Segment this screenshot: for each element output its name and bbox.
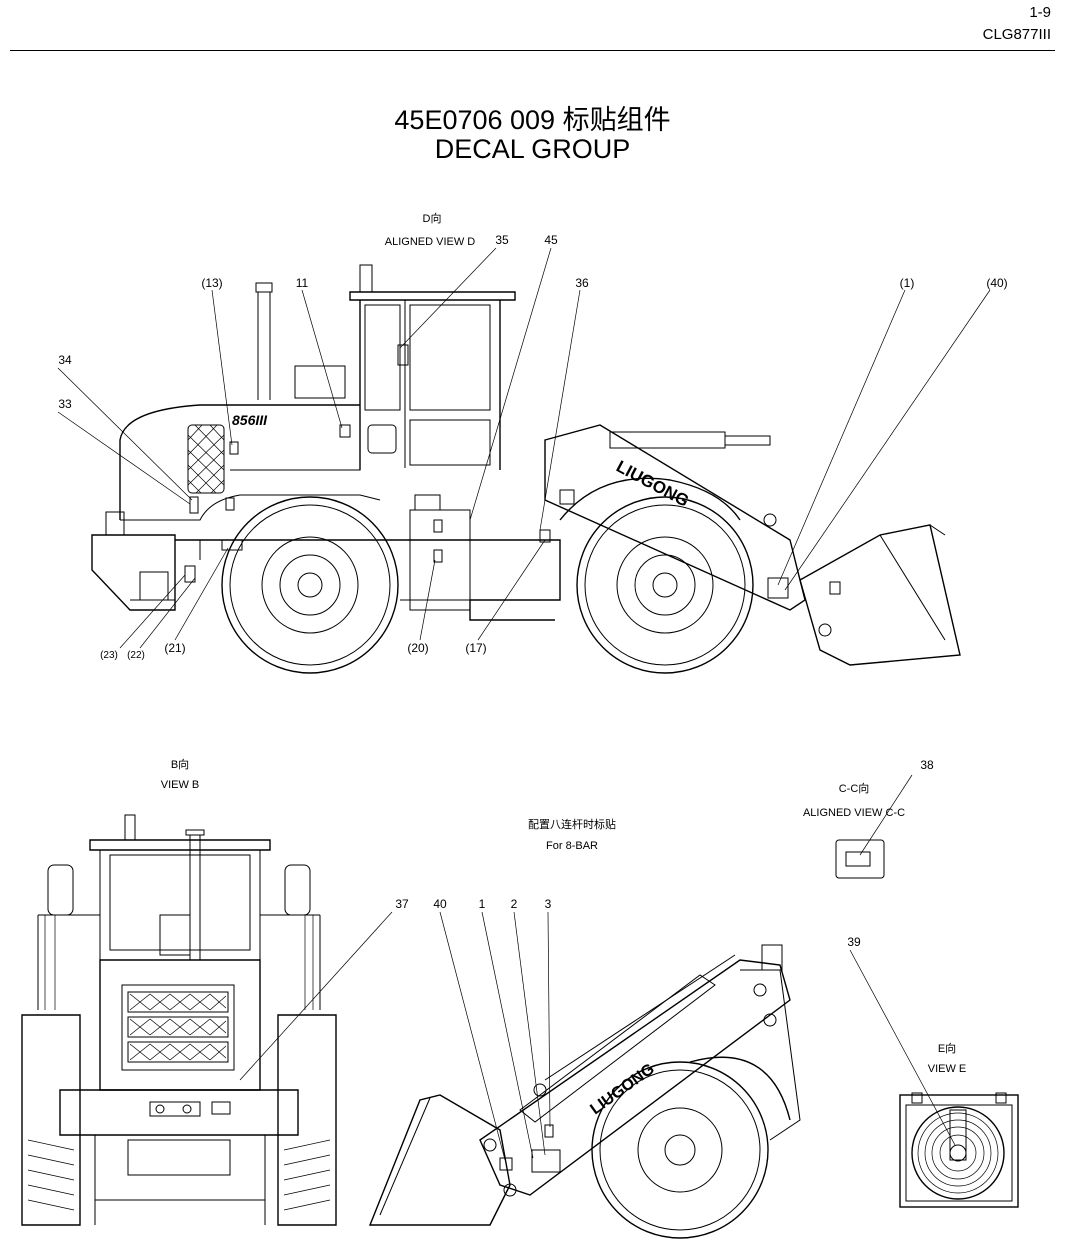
callout-36: 36	[575, 276, 589, 290]
callout-11: 11	[296, 276, 309, 290]
model-code: CLG877III	[982, 26, 1051, 43]
eight-bar-label-en: For 8-BAR	[546, 840, 598, 852]
callout-38: 38	[920, 758, 934, 772]
callout-39: 39	[847, 935, 861, 949]
side-callouts: 35 45 36 (13) 11 (1) (40) 34 33 (23) (22…	[57, 233, 1008, 661]
header-rule	[10, 50, 1055, 51]
callout-34: 34	[58, 353, 72, 367]
callout-35: 35	[495, 233, 509, 247]
page-number: 1-9	[1029, 4, 1051, 21]
side-brand-text: LIUGONG	[613, 457, 692, 511]
callout-8bar-2: 2	[511, 897, 518, 911]
callout-22: (22)	[127, 650, 145, 661]
view-e: E向 VIEW E 39	[847, 935, 1019, 1208]
eight-bar-label-cn: 配置八连杆时标贴	[528, 817, 616, 831]
callout-8bar-3: 3	[545, 897, 552, 911]
side-view: D向 ALIGNED VIEW D 856III	[57, 211, 1008, 674]
callout-40: (40)	[986, 276, 1007, 290]
callout-8bar-1: 1	[479, 897, 486, 911]
model-badge: 856III	[232, 412, 268, 428]
callout-13: (13)	[201, 276, 222, 290]
callout-45: 45	[544, 233, 558, 247]
callout-20: (20)	[407, 641, 428, 655]
view-b-label-cn: B向	[171, 757, 189, 771]
view-b: B向 VIEW B 3	[21, 757, 409, 1226]
callout-21: (21)	[164, 641, 185, 655]
view-b-label-en: VIEW B	[161, 779, 200, 791]
view-c-label-cn: C-C向	[839, 781, 870, 795]
callout-1: (1)	[900, 276, 915, 290]
drawing-title: 45E0706 009 标贴组件	[394, 105, 671, 135]
callout-33: 33	[58, 397, 72, 411]
callout-17: (17)	[465, 641, 486, 655]
view-d-label-cn: D向	[423, 211, 442, 225]
view-e-label-cn: E向	[938, 1041, 956, 1055]
eight-bar-brand-text: LIUGONG	[587, 1061, 657, 1119]
view-e-label-en: VIEW E	[928, 1063, 967, 1075]
callout-37: 37	[395, 897, 409, 911]
drawing-subtitle: DECAL GROUP	[434, 134, 631, 164]
callout-23: (23)	[100, 650, 118, 661]
eight-bar-view: 配置八连杆时标贴 For 8-BAR LIUGONG 40 1	[368, 817, 801, 1239]
callout-8bar-40: 40	[433, 897, 447, 911]
view-c-label-en: ALIGNED VIEW C-C	[803, 807, 905, 819]
view-d-label-en: ALIGNED VIEW D	[385, 236, 476, 248]
view-c: C-C向 ALIGNED VIEW C-C 38	[803, 758, 934, 879]
